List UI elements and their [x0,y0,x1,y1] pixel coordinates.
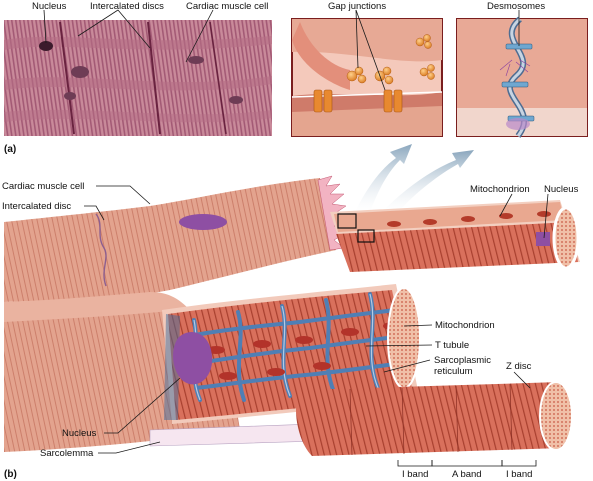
desmosome-callout-box [357,229,375,243]
desmosomes-inset [456,16,588,138]
nucleus-mark [173,332,213,385]
i-band-right-label: I band [506,469,532,480]
mitochondrion-label: Mitochondrion [435,320,495,331]
sarcolemma-label: Sarcolemma [40,448,94,459]
a-band-label: A band [452,469,482,480]
gap-junction-callout-box [337,213,357,229]
upper-cut-cell [330,200,580,272]
micrograph [4,20,272,136]
z-disc-label: Z disc [506,361,532,372]
gap-junctions-inset [291,18,443,137]
cardiac-muscle-cell-label: Cardiac muscle cell [2,181,84,192]
mitochondrion-top-label: Mitochondrion [470,184,530,195]
leader-lines [84,185,549,467]
gap-junctions-label: Gap junctions [328,1,386,12]
nucleus-top-label: Nucleus [544,184,579,195]
desmosomes-label: Desmosomes [487,1,545,12]
nucleus-mark [39,41,53,51]
panel-b-label: (b) [4,469,17,480]
nucleus-label-bottom: Nucleus [62,428,97,439]
intercalated-disc-label: Intercalated disc [2,201,71,212]
sarcoplasmic-reticulum-label-line2: reticulum [434,366,473,377]
intercalated-disc-mark [59,21,75,135]
micrograph-cardiac-muscle-cell-label: Cardiac muscle cell [186,1,268,12]
nucleus-mark [179,214,227,230]
t-tubule-label: T tubule [435,340,469,351]
sarcoplasmic-reticulum-label-line1: Sarcoplasmic [434,355,491,366]
i-band-left-label: I band [402,469,428,480]
nucleus-mark [536,232,550,246]
nucleus-label: Nucleus [32,1,67,12]
intercalated-discs-label: Intercalated discs [90,1,164,12]
myofibril-bundle [296,381,573,456]
mitochondria [207,322,401,380]
intercalated-disc-mark [95,213,107,287]
arrow-to-gap-junctions [356,144,412,212]
intercalated-disc-mark [147,21,161,135]
intercalated-disc-mark [209,21,227,135]
arrow-to-desmosomes [384,150,474,212]
panel-a-label: (a) [4,144,16,155]
